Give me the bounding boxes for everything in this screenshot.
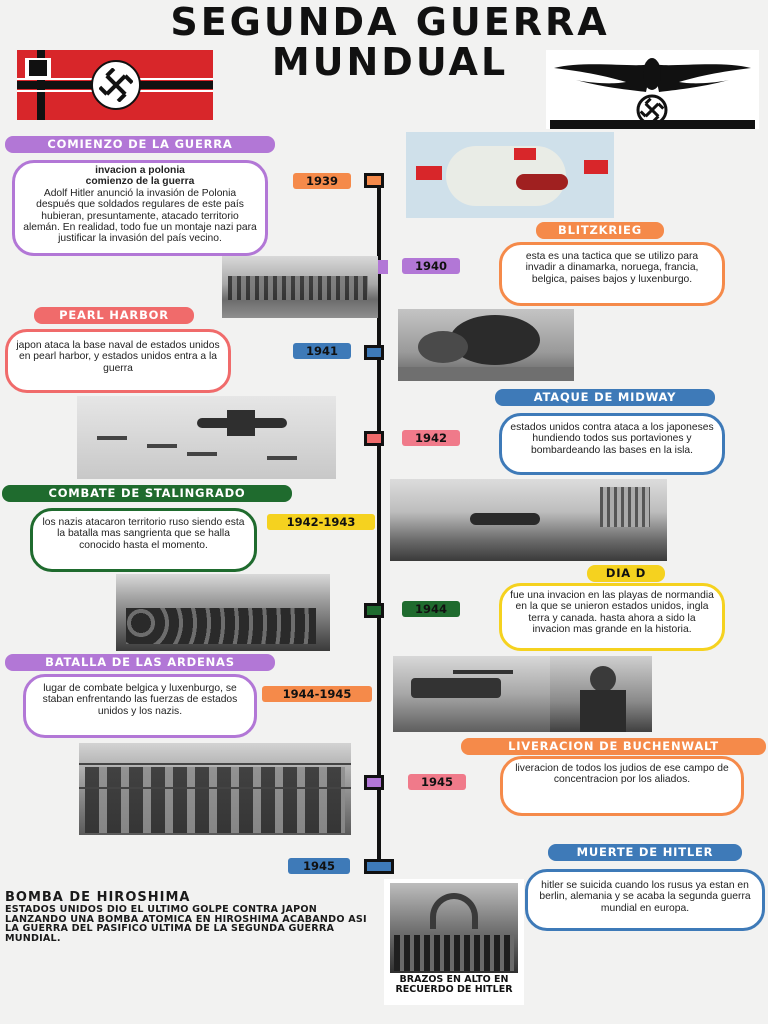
year-1944: 1944 xyxy=(402,601,460,617)
newspaper-hitler-photo: BRAZOS EN ALTO EN RECUERDO DE HITLER xyxy=(384,879,524,1005)
label-comienzo-guerra: COMIENZO DE LA GUERRA xyxy=(5,136,275,153)
year-1942: 1942 xyxy=(402,430,460,446)
label-batalla-ardenas: BATALLA DE LAS ARDENAS xyxy=(5,654,275,671)
buchenwald-prisoners-photo xyxy=(79,743,351,835)
timeline-node-1942 xyxy=(364,431,384,446)
card-batalla-ardenas: lugar de combate belgica y luxenburgo, s… xyxy=(23,674,257,738)
ardenas-tanks-photo xyxy=(393,656,552,732)
timeline-axis xyxy=(377,182,381,874)
label-muerte-hitler: MUERTE DE HITLER xyxy=(548,844,742,861)
stalingrado-battle-photo xyxy=(390,479,667,561)
heading-invacion-polonia: invacion a polonia xyxy=(95,165,185,176)
year-1942-1943: 1942-1943 xyxy=(267,514,375,530)
card-ataque-midway: estados unidos contra ataca a los japone… xyxy=(499,413,725,475)
timeline-node-1944 xyxy=(364,603,384,618)
page-title: SEGUNDA GUERRA MUNDUAL xyxy=(90,2,690,82)
text-comienzo: Adolf Hitler anunció la invasión de Polo… xyxy=(23,187,257,245)
card-comienzo-guerra: invacion a polonia comienzo de la guerra… xyxy=(12,160,268,256)
newspaper-caption: BRAZOS EN ALTO EN RECUERDO DE HITLER xyxy=(395,974,513,995)
timeline-node-1941 xyxy=(364,345,384,360)
card-pearl-harbor: japon ataca la base naval de estados uni… xyxy=(5,329,231,393)
timeline-node-1945-b xyxy=(364,859,394,874)
card-dia-d: fue una invacion en las playas de norman… xyxy=(499,583,725,651)
heading-comienzo: comienzo de la guerra xyxy=(85,176,195,188)
map-invasion-polonia-photo xyxy=(406,132,614,218)
eagle-emblem-image xyxy=(546,50,759,129)
text-combate-stalingrado: los nazis atacaron territorio ruso siend… xyxy=(42,517,245,551)
card-blitzkrieg: esta es una tactica que se utilizo para … xyxy=(499,242,725,306)
year-1944-1945: 1944-1945 xyxy=(262,686,372,702)
soldiers-marching-photo xyxy=(222,256,378,318)
bomber-planes-photo xyxy=(77,396,336,479)
text-dia-d: fue una invacion en las playas de norman… xyxy=(510,590,714,636)
label-dia-d: DIA D xyxy=(587,565,665,582)
pearl-harbor-smoke-photo xyxy=(398,309,574,381)
card-liveracion-buchenwalt: liveracion de todos los judios de ese ca… xyxy=(500,756,744,816)
text-pearl-harbor: japon ataca la base naval de estados uni… xyxy=(16,340,220,374)
text-blitzkrieg: esta es una tactica que se utilizo para … xyxy=(525,251,699,285)
title-line-2: MUNDUAL xyxy=(271,40,509,84)
card-combate-stalingrado: los nazis atacaron territorio ruso siend… xyxy=(30,508,257,572)
label-bomba-hiroshima: BOMBA DE HIROSHIMA xyxy=(5,890,191,905)
year-1941: 1941 xyxy=(293,343,351,359)
label-combate-stalingrado: COMBATE DE STALINGRADO xyxy=(2,485,292,502)
label-blitzkrieg: BLITZKRIEG xyxy=(536,222,664,239)
label-ataque-midway: ATAQUE DE MIDWAY xyxy=(495,389,715,406)
text-ataque-midway: estados unidos contra ataca a los japone… xyxy=(510,422,714,456)
timeline-node-1940 xyxy=(378,260,388,274)
text-bomba-hiroshima: ESTADOS UNIDOS DIO EL ULTIMO GOLPE CONTR… xyxy=(5,904,367,944)
timeline-node-1939 xyxy=(364,173,384,188)
year-1940: 1940 xyxy=(402,258,460,274)
text-muerte-hitler: hitler se suicida cuando los rusus ya es… xyxy=(539,880,751,914)
card-muerte-hitler: hitler se suicida cuando los rusus ya es… xyxy=(525,869,765,931)
label-liveracion-buchenwalt: LIVERACION DE BUCHENWALT xyxy=(461,738,766,755)
text-batalla-ardenas: lugar de combate belgica y luxenburgo, s… xyxy=(42,683,238,717)
ardenas-soldier-photo xyxy=(550,656,652,732)
title-line-1: SEGUNDA GUERRA xyxy=(170,0,610,44)
normandia-landing-photo xyxy=(116,574,330,651)
year-1939: 1939 xyxy=(293,173,351,189)
timeline-node-1945-a xyxy=(364,775,384,790)
war-flag-image xyxy=(17,50,213,120)
year-1945-hitler: 1945 xyxy=(288,858,350,874)
label-pearl-harbor: PEARL HARBOR xyxy=(34,307,194,324)
section-bomba-hiroshima: BOMBA DE HIROSHIMA ESTADOS UNIDOS DIO EL… xyxy=(5,890,375,944)
year-1945-buchenwalt: 1945 xyxy=(408,774,466,790)
text-liveracion-buchenwalt: liveracion de todos los judios de ese ca… xyxy=(515,763,729,786)
